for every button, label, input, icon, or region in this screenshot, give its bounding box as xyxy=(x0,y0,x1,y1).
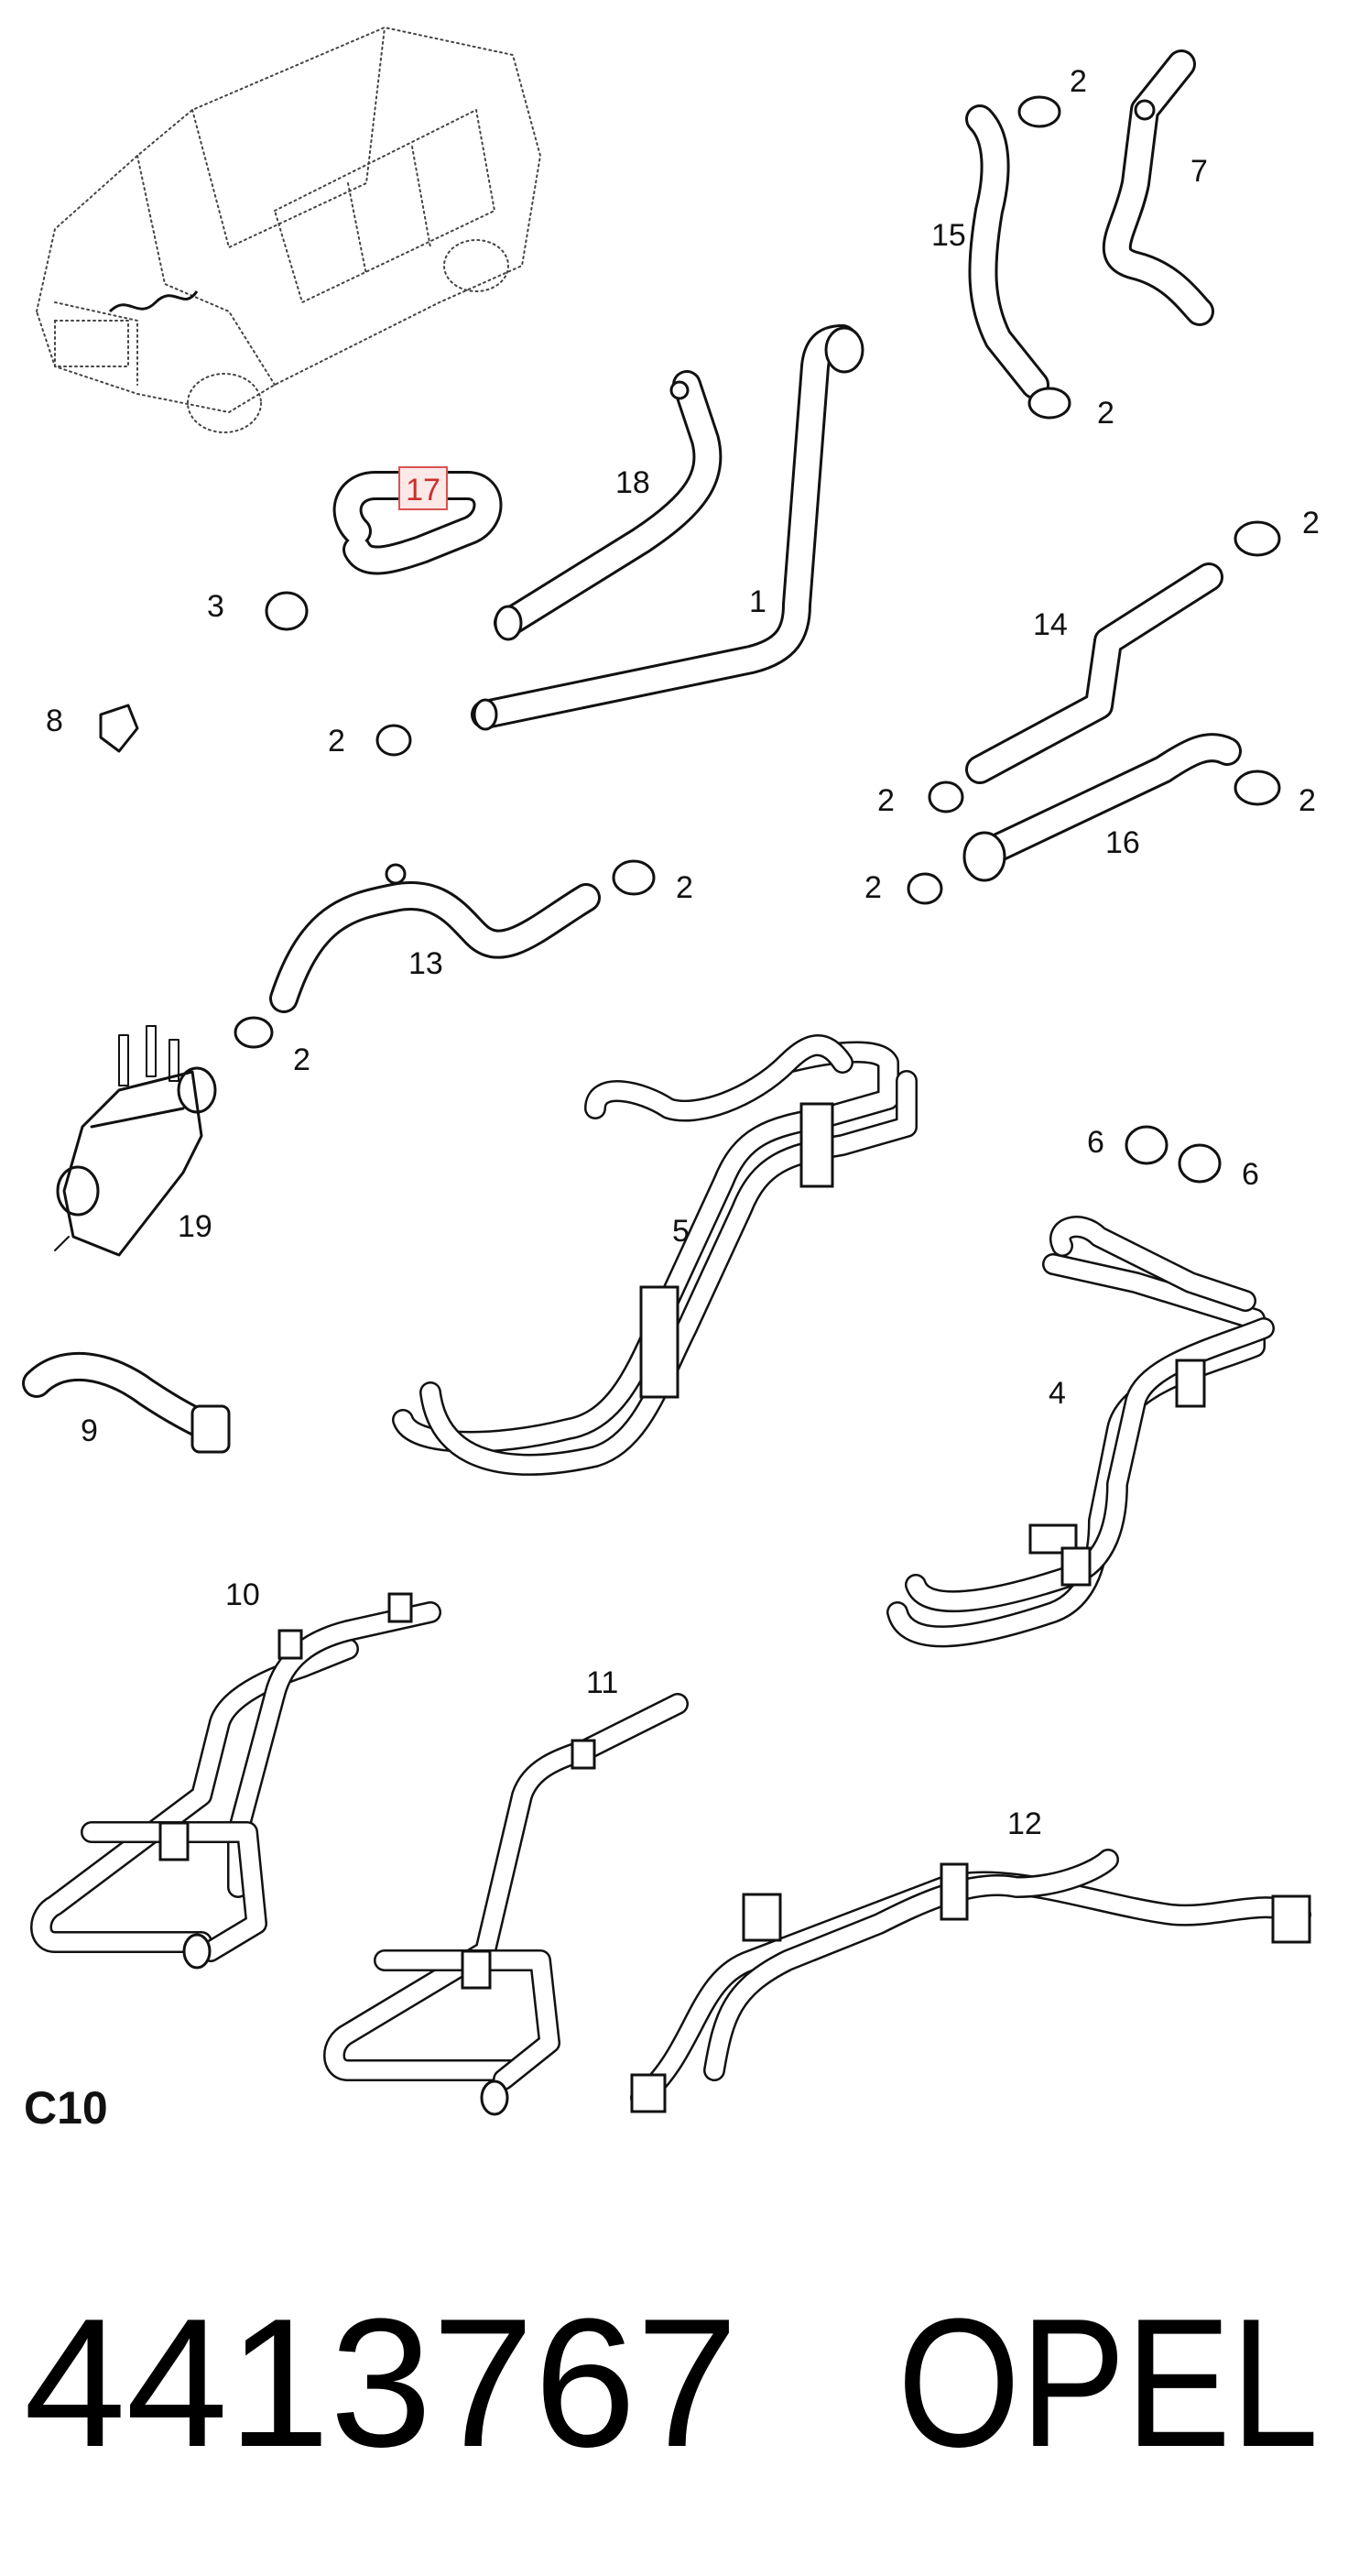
hose-11 xyxy=(323,1693,689,2116)
callout-2b[interactable]: 2 xyxy=(1097,396,1114,431)
callout-11[interactable]: 11 xyxy=(586,1665,618,1700)
clip-8 xyxy=(99,704,139,753)
callout-2g[interactable]: 2 xyxy=(864,870,882,905)
part-number: 4413767 xyxy=(24,2281,738,2485)
callout-2d[interactable]: 2 xyxy=(328,724,345,759)
callout-6b[interactable]: 6 xyxy=(1242,1157,1259,1192)
callout-6a[interactable]: 6 xyxy=(1087,1125,1104,1160)
callout-2e[interactable]: 2 xyxy=(877,783,895,818)
hose-18 xyxy=(494,370,723,641)
callout-10[interactable]: 10 xyxy=(225,1577,260,1612)
callout-17-box[interactable] xyxy=(398,466,448,510)
callout-4[interactable]: 4 xyxy=(1049,1376,1066,1411)
hose-16 xyxy=(962,733,1242,882)
hose-7 xyxy=(1102,49,1214,326)
clamp-6-b xyxy=(1178,1143,1222,1184)
hose-13 xyxy=(269,863,601,1013)
callout-8[interactable]: 8 xyxy=(46,704,63,738)
callout-2c[interactable]: 2 xyxy=(1302,506,1320,540)
hose-5 xyxy=(392,1034,918,1476)
hose-4 xyxy=(886,1216,1275,1648)
hose-9 xyxy=(22,1351,231,1454)
hose-15 xyxy=(965,104,1049,399)
callout-1[interactable]: 1 xyxy=(749,584,766,619)
callout-14[interactable]: 14 xyxy=(1033,607,1068,642)
valve-19 xyxy=(54,1025,217,1257)
callout-19[interactable]: 19 xyxy=(178,1209,212,1244)
section-label: C10 xyxy=(24,2082,108,2134)
hose-14 xyxy=(965,562,1223,784)
callout-2i[interactable]: 2 xyxy=(293,1042,310,1077)
callout-9[interactable]: 9 xyxy=(81,1414,98,1448)
callout-16[interactable]: 16 xyxy=(1105,825,1140,860)
callout-13[interactable]: 13 xyxy=(408,946,443,981)
clamp-3 xyxy=(265,591,309,631)
callout-7[interactable]: 7 xyxy=(1190,154,1208,189)
callout-5[interactable]: 5 xyxy=(672,1214,690,1249)
callout-18[interactable]: 18 xyxy=(615,465,650,500)
callout-2a[interactable]: 2 xyxy=(1070,64,1087,99)
callout-17[interactable]: 17 xyxy=(406,473,440,508)
clamp-2-group xyxy=(234,95,1281,1049)
hose-17 xyxy=(332,471,503,575)
van-illustration xyxy=(35,26,542,433)
hose-12 xyxy=(630,1849,1311,2113)
hose-10 xyxy=(30,1592,441,1970)
callout-2f[interactable]: 2 xyxy=(1299,783,1316,818)
brand-name: OPEL xyxy=(897,2281,1319,2485)
callout-12[interactable]: 12 xyxy=(1007,1806,1042,1841)
hose-1 xyxy=(471,324,864,731)
callout-3[interactable]: 3 xyxy=(207,589,224,624)
callout-15[interactable]: 15 xyxy=(931,218,966,253)
clamp-6-a xyxy=(1125,1125,1169,1165)
callout-2h[interactable]: 2 xyxy=(676,870,693,905)
